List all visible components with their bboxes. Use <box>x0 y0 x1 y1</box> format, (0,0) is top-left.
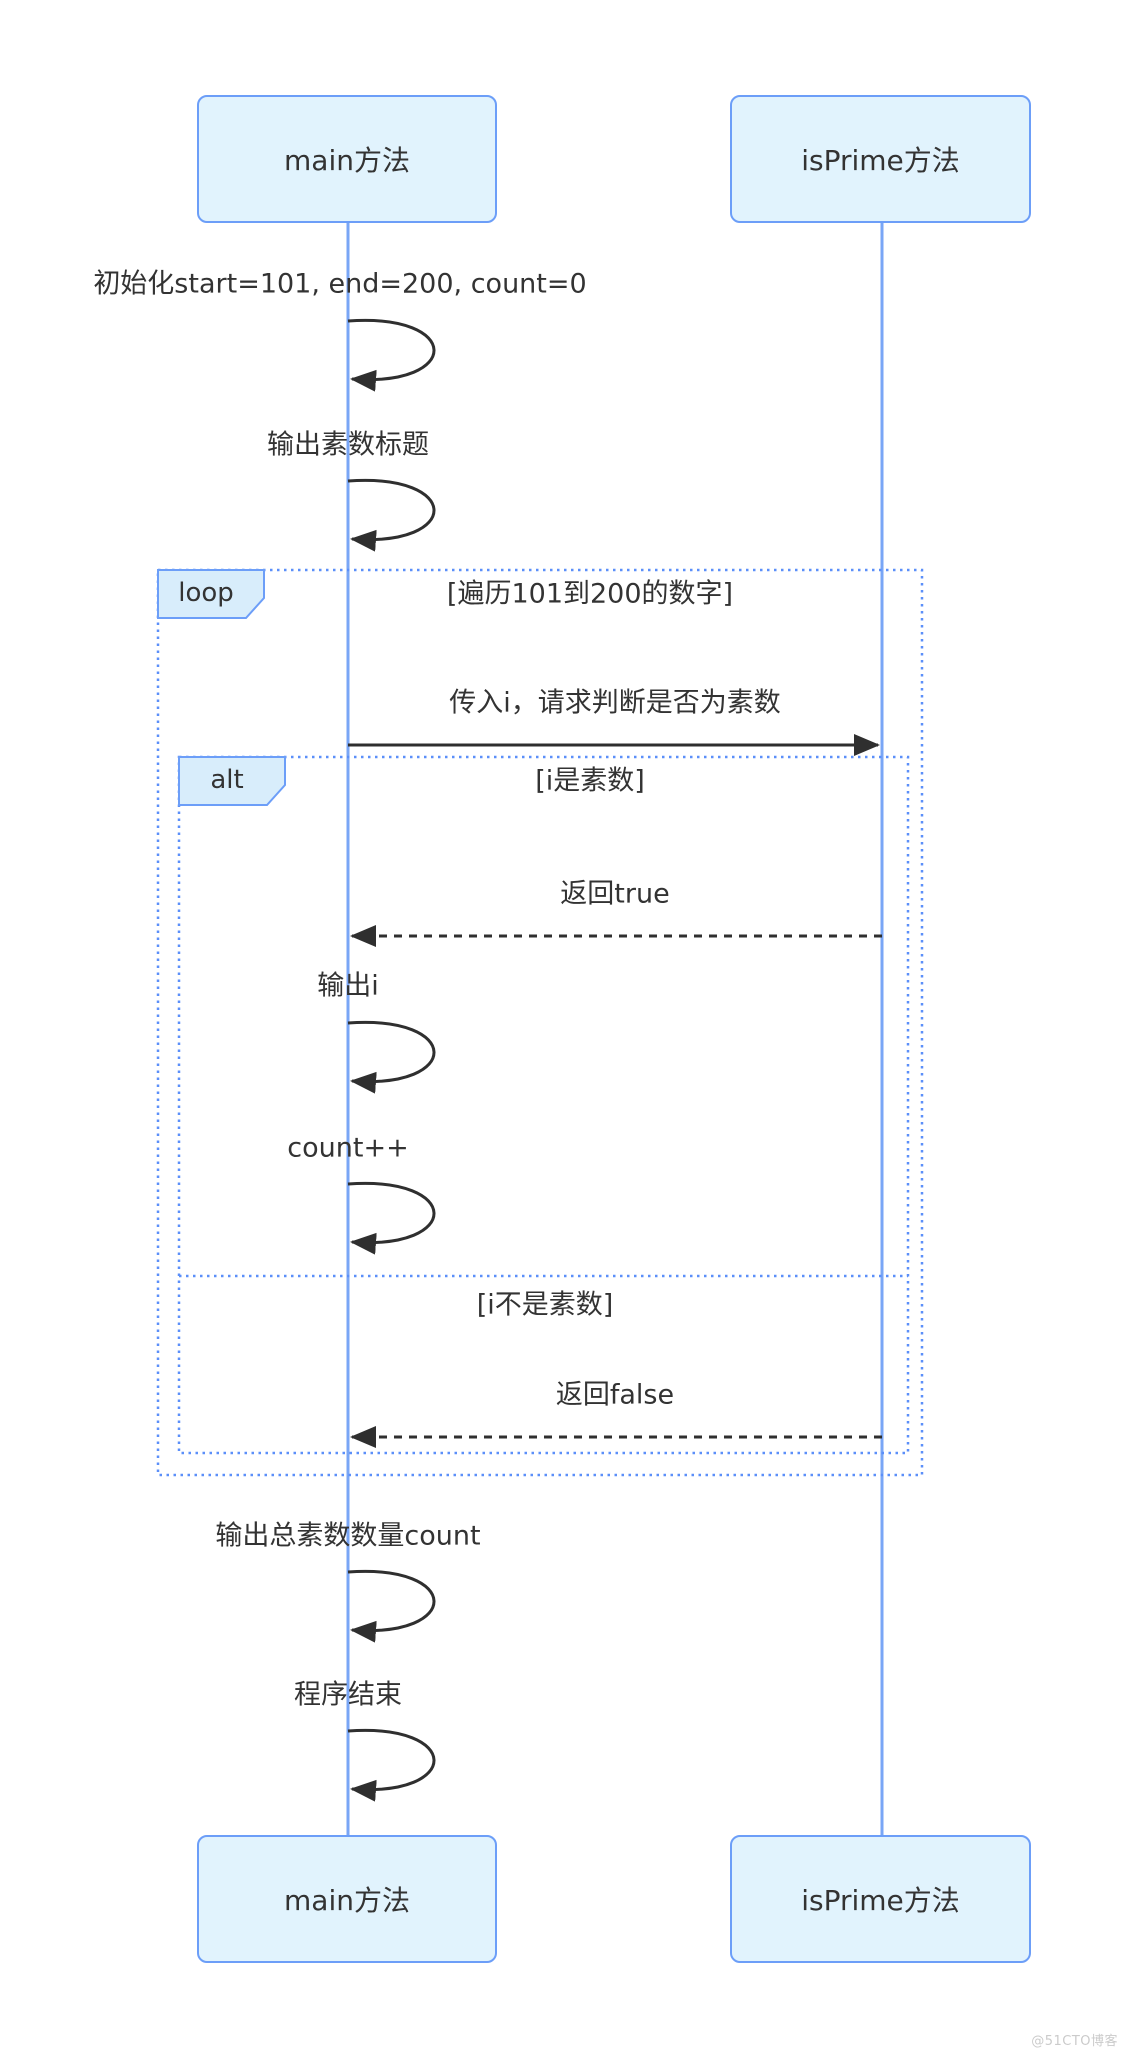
actor-bottom-isprime: isPrime方法 <box>730 1835 1031 1963</box>
loop-frame <box>156 568 924 1477</box>
alt-condition-true-label: [i是素数] <box>535 765 645 797</box>
init-message-label: 初始化start=101, end=200, count=0 <box>93 268 587 300</box>
program-end-message-label: 程序结束 <box>294 1679 402 1711</box>
self-loop-program-end-arrow <box>347 1728 436 1802</box>
call-isprime-message-label: 传入i，请求判断是否为素数 <box>449 687 781 719</box>
count-inc-message-label: count++ <box>287 1132 409 1164</box>
return-false-message-label: 返回false <box>555 1379 675 1411</box>
loop-tag-label: loop <box>178 578 234 608</box>
alt-frame <box>177 755 910 1455</box>
return-true-message-label: 返回true <box>560 878 670 910</box>
alt-condition-false-label: [i不是素数] <box>476 1289 614 1321</box>
print-i-message-label: 输出i <box>317 970 379 1002</box>
actor-bottom-main: main方法 <box>197 1835 497 1963</box>
self-loop-print-count-arrow <box>347 1569 436 1643</box>
self-loop-count-inc-arrow <box>347 1181 436 1255</box>
site-watermark: @51CTO博客 <box>1031 2034 1118 2049</box>
actor-top-main: main方法 <box>197 95 497 223</box>
print-title-message-label: 输出素数标题 <box>267 429 429 461</box>
self-loop-print-title-arrow <box>347 478 436 552</box>
self-loop-init-arrow <box>347 318 436 392</box>
alt-tag <box>178 756 286 806</box>
loop-tag <box>157 569 265 619</box>
print-count-message-label: 输出总素数数量count <box>215 1520 481 1552</box>
loop-condition-label: [遍历101到200的数字] <box>446 578 734 610</box>
alt-tag-label: alt <box>210 765 244 795</box>
self-loop-print-i-arrow <box>347 1020 436 1094</box>
actor-top-isprime: isPrime方法 <box>730 95 1031 223</box>
